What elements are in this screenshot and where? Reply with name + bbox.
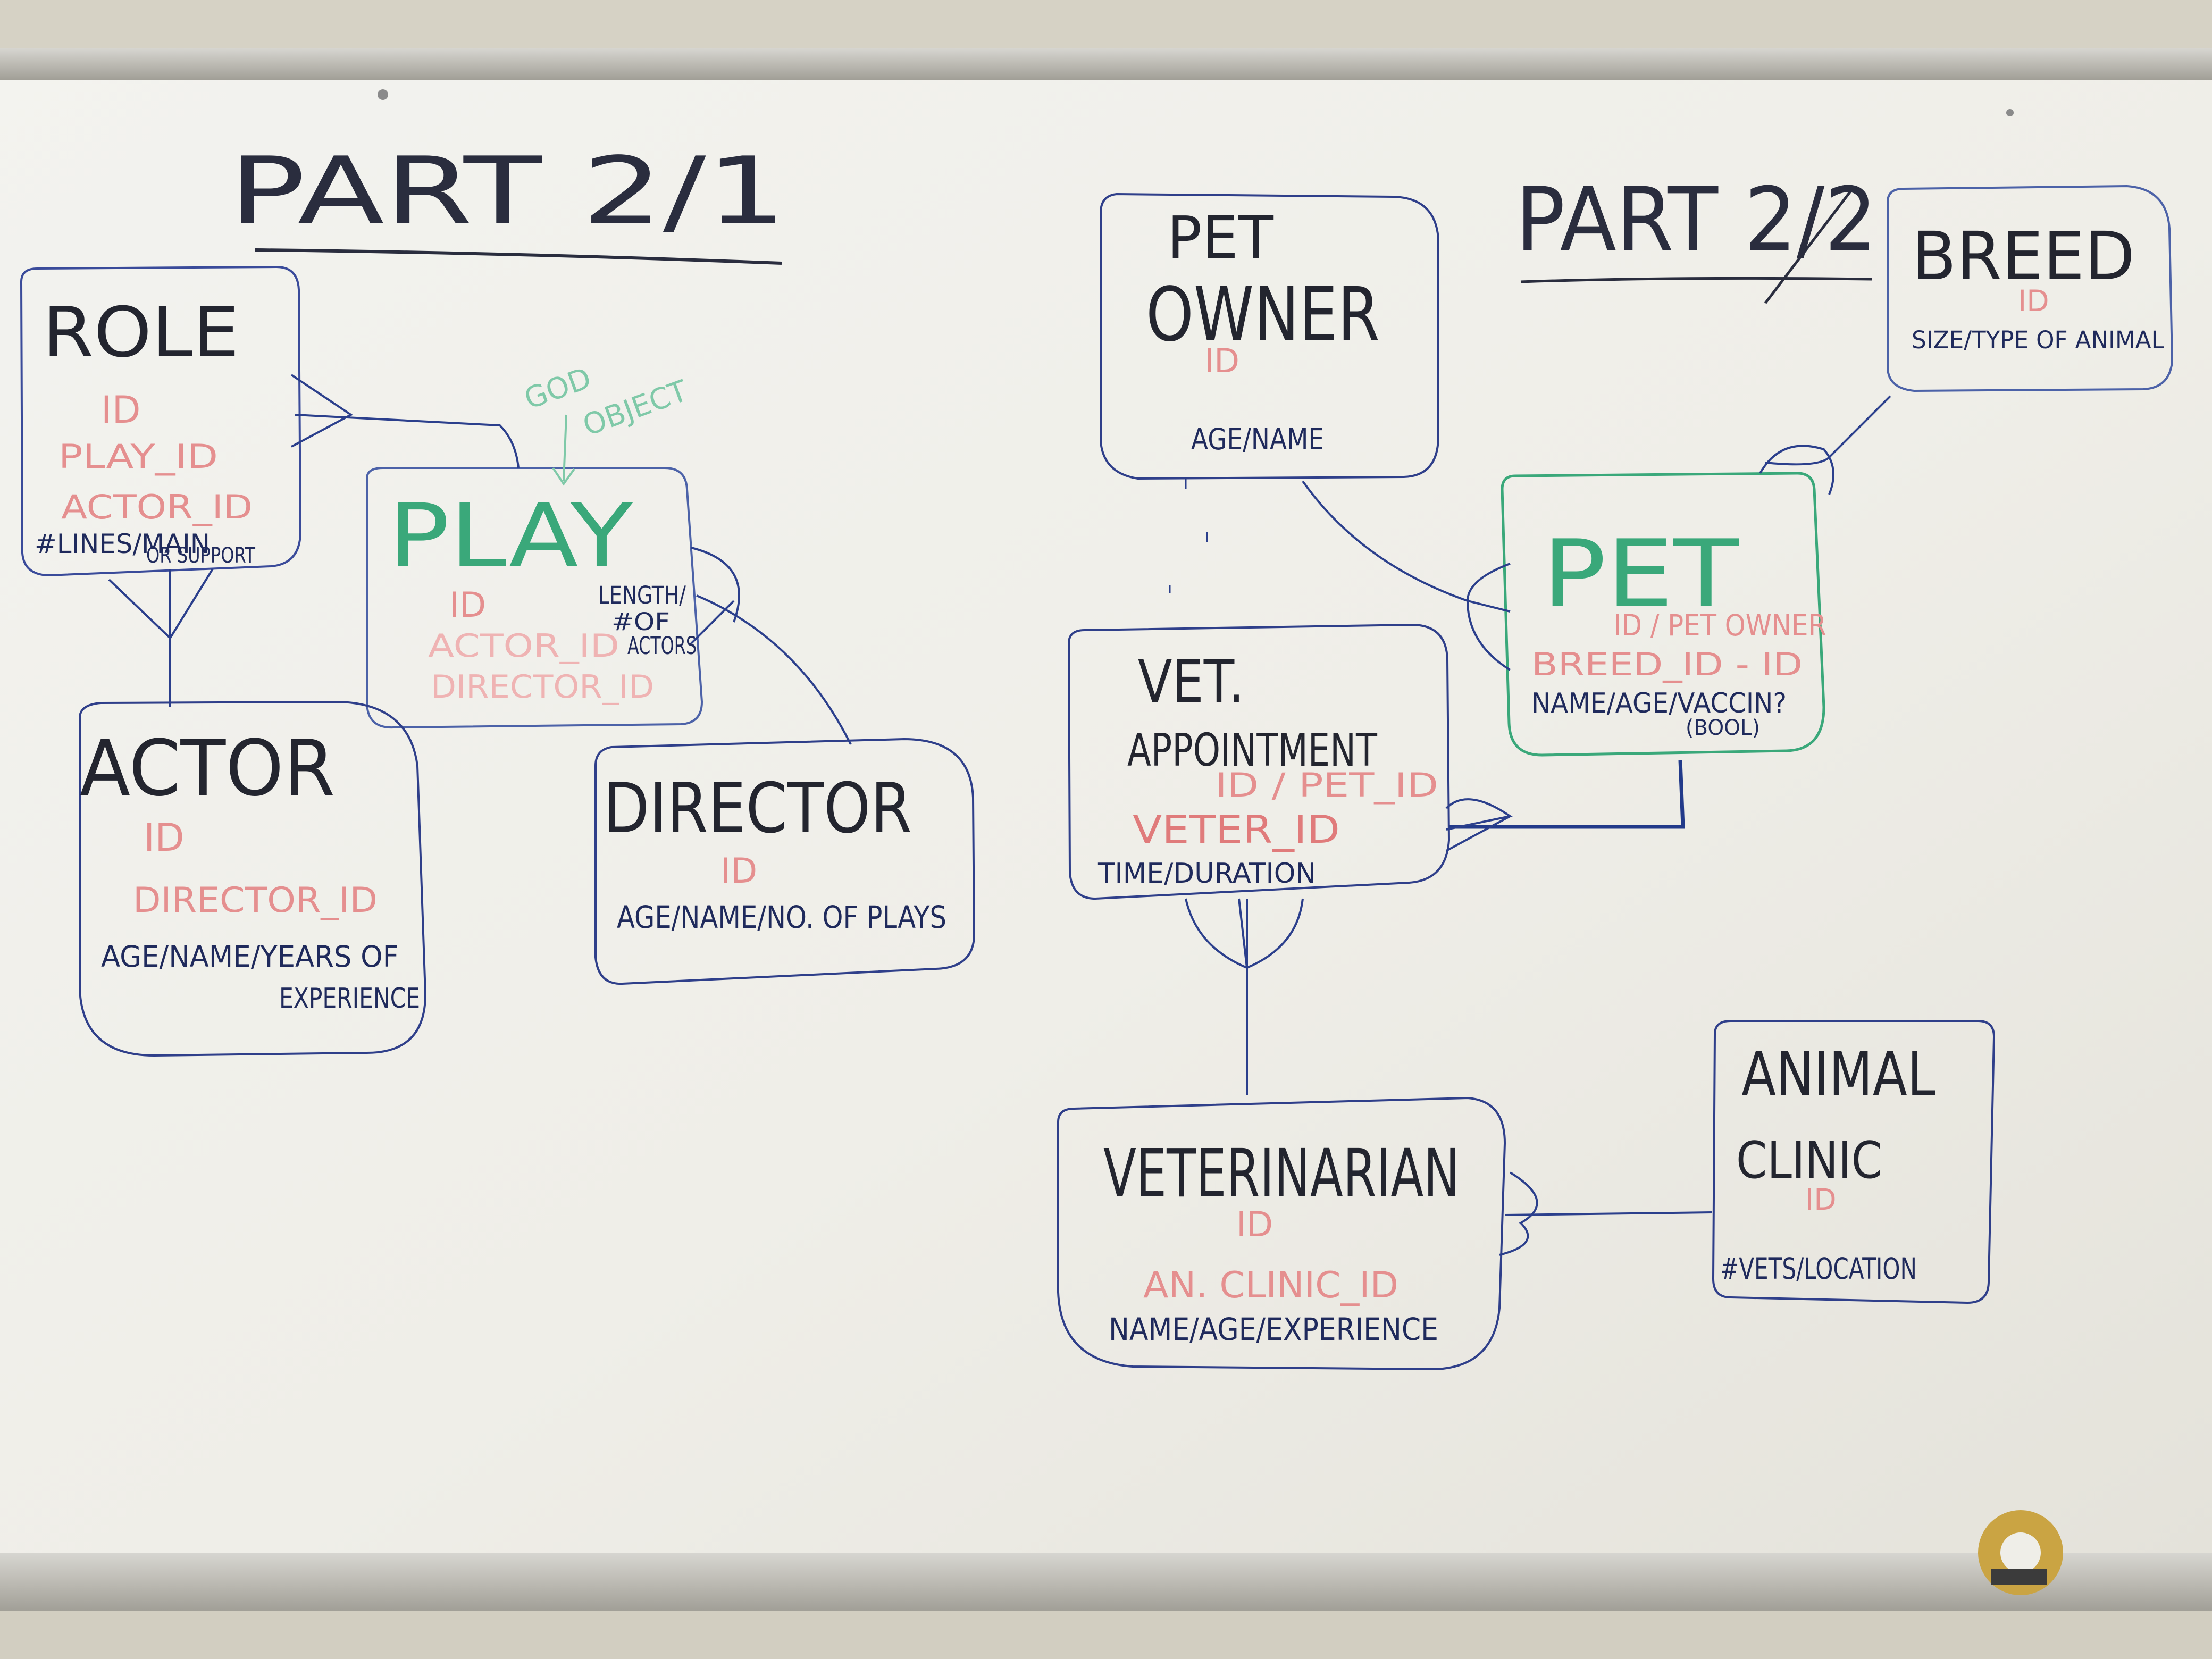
attribute-field: NAME/AGE/EXPERIENCE xyxy=(1109,1311,1438,1347)
entity-name: ROLE xyxy=(43,292,239,373)
key-field: ID xyxy=(1236,1205,1273,1245)
part-right-title: PART 2/2 xyxy=(1515,169,1877,271)
entity-name: DIRECTOR xyxy=(604,768,912,849)
pet-appointment-line xyxy=(1449,760,1685,829)
key-field: VETER_ID xyxy=(1133,807,1340,852)
entity-box xyxy=(1712,1020,1996,1304)
note-arrow xyxy=(552,414,575,486)
stray-marks xyxy=(1169,479,1208,593)
attribute-field: #LINES/MAIN xyxy=(35,529,210,559)
vet-clinic-line xyxy=(1504,1211,1713,1216)
entity-vet-appointment: VET. APPOINTMENT ID / PET_ID VETER_ID TI… xyxy=(1067,623,1451,900)
key-field: ACTOR_ID xyxy=(61,488,253,526)
entity-name: VET. xyxy=(1138,648,1244,716)
entity-name: PLAY xyxy=(388,485,633,587)
entity-role: ROLE ID PLAY_ID ACTOR_ID #LINES/MAIN OR … xyxy=(20,265,302,577)
key-field: BREED_ID - ID xyxy=(1531,646,1803,683)
pet-appointment-crowsfoot xyxy=(1445,798,1513,852)
entity-box xyxy=(1057,1096,1506,1371)
entity-name: ANIMAL xyxy=(1741,1039,1936,1110)
entity-name: OWNER xyxy=(1146,272,1380,358)
key-field: ID xyxy=(1805,1183,1837,1217)
entity-play: PLAY ID ACTOR_ID DIRECTOR_ID LENGTH/ #OF… xyxy=(366,467,703,729)
play-director-line xyxy=(696,594,852,745)
part-left-title: PART 2/1 xyxy=(229,138,787,246)
entity-breed: BREED ID SIZE/TYPE OF ANIMAL xyxy=(1887,185,2174,392)
role-actor-crowsfoot xyxy=(108,568,214,640)
key-field: ID xyxy=(101,388,141,432)
owner-pet-line xyxy=(1302,480,1511,613)
entity-box xyxy=(594,738,976,985)
entity-name: BREED xyxy=(1912,218,2135,295)
key-field: DIRECTOR_ID xyxy=(431,668,654,706)
entity-director: DIRECTOR ID AGE/NAME/NO. OF PLAYS xyxy=(594,738,976,985)
top-frame xyxy=(0,48,2212,80)
vet-clinic-crowsfoot xyxy=(1499,1171,1538,1256)
key-field: PLAY_ID xyxy=(58,437,218,476)
part-right-slash xyxy=(1764,190,1851,304)
attribute-field: TIME/DURATION xyxy=(1097,858,1316,890)
key-field: ID xyxy=(720,851,757,891)
key-field: DIRECTOR_ID xyxy=(133,881,378,920)
attribute-field: NAME/AGE/VACCIN? xyxy=(1531,688,1787,719)
board-surface xyxy=(0,48,2212,1579)
attribute-field: #OF xyxy=(611,608,670,636)
key-field: ID / PET_ID xyxy=(1215,766,1438,805)
entity-box xyxy=(1501,472,1825,757)
attribute-field: OR SUPPORT xyxy=(146,543,255,568)
entity-animal-clinic: ANIMAL CLINIC ID #VETS/LOCATION xyxy=(1712,1020,1996,1304)
entity-actor: ACTOR ID DIRECTOR_ID AGE/NAME/YEARS OF E… xyxy=(79,700,427,1057)
screw-icon xyxy=(378,89,388,100)
entity-name: PET xyxy=(1542,521,1739,629)
attribute-field: SIZE/TYPE OF ANIMAL xyxy=(1912,326,2164,354)
relationships-right xyxy=(1169,395,1891,1256)
play-director-crowsfoot xyxy=(690,547,740,644)
entity-name: CLINIC xyxy=(1736,1132,1882,1190)
entity-name: ACTOR xyxy=(80,724,335,814)
entity-box xyxy=(20,265,302,577)
tape-roll-icon xyxy=(1978,1510,2063,1595)
entity-name: PET xyxy=(1167,204,1274,272)
attribute-field: AGE/NAME/NO. OF PLAYS xyxy=(617,899,946,935)
key-field: AN. CLINIC_ID xyxy=(1143,1264,1398,1306)
breed-pet-line xyxy=(1765,395,1891,466)
entity-box xyxy=(1887,185,2174,392)
owner-pet-crowsfoot xyxy=(1466,563,1511,671)
entity-pet: PET ID / PET OWNER BREED_ID - ID NAME/AG… xyxy=(1501,472,1826,757)
key-field: ID xyxy=(144,815,185,860)
entity-veterinarian: VETERINARIAN ID AN. CLINIC_ID NAME/AGE/E… xyxy=(1057,1096,1506,1371)
attribute-field: AGE/NAME/YEARS OF xyxy=(101,940,399,974)
attribute-field: EXPERIENCE xyxy=(279,983,420,1015)
entity-name: APPOINTMENT xyxy=(1127,724,1378,777)
entity-box xyxy=(1067,623,1451,900)
screw-icon xyxy=(2006,109,2014,116)
key-field: ID xyxy=(1204,341,1239,380)
entity-pet-owner: PET OWNER ID AGE/NAME xyxy=(1100,192,1439,480)
part-left-underline xyxy=(255,248,782,265)
role-play-crowsfoot xyxy=(290,374,353,448)
key-field: ID xyxy=(449,585,486,625)
role-play-line xyxy=(295,414,520,468)
entity-box xyxy=(366,467,703,729)
relationships-left xyxy=(108,374,852,745)
entity-box xyxy=(1100,192,1439,480)
entity-box xyxy=(79,700,427,1057)
key-field: ACTOR_ID xyxy=(428,627,619,665)
marker-tray xyxy=(0,1553,2212,1611)
wall-bottom xyxy=(0,1611,2212,1659)
attribute-field: LENGTH/ xyxy=(598,581,686,609)
key-field: ID xyxy=(2018,284,2049,318)
part-right-underline xyxy=(1520,276,1872,283)
appointment-vet-crowsfoot xyxy=(1185,898,1304,969)
breed-pet-crowsfoot xyxy=(1759,445,1834,495)
key-field: ID / PET OWNER xyxy=(1614,608,1826,642)
attribute-field: (BOOL) xyxy=(1686,716,1760,740)
attribute-field: ACTORS xyxy=(627,632,697,660)
attribute-field: AGE/NAME xyxy=(1191,422,1324,456)
attribute-field: #VETS/LOCATION xyxy=(1720,1252,1917,1286)
entity-name: VETERINARIAN xyxy=(1103,1135,1460,1212)
